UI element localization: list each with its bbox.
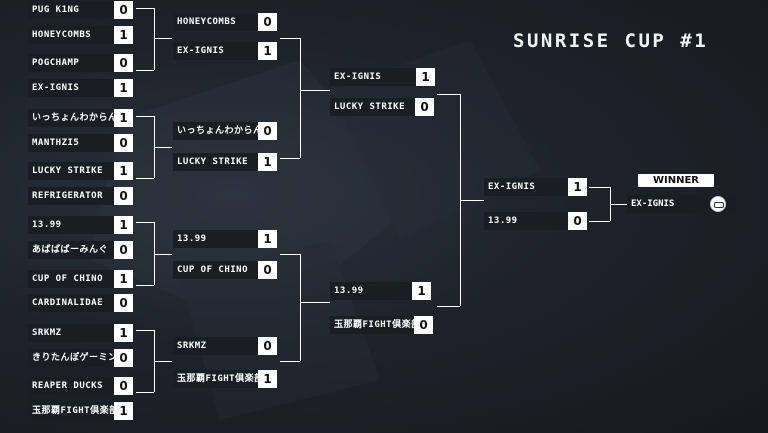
team-score: 0 — [114, 187, 133, 205]
team-name: EX-IGNIS — [28, 79, 118, 97]
bracket-connector — [136, 70, 154, 71]
team-score: 1 — [114, 216, 133, 234]
team-score: 0 — [415, 98, 434, 116]
team-name: CUP OF CHINO — [28, 270, 118, 288]
bracket-connector — [136, 330, 154, 331]
bracket-connector — [589, 187, 610, 188]
team-name: SRKMZ — [28, 324, 118, 342]
team-name: PUG K1NG — [28, 1, 118, 19]
bracket-connector — [280, 38, 300, 39]
team-name: 玉那覇FIGHT倶楽部 — [28, 402, 118, 420]
bracket-connector — [280, 254, 300, 255]
team-name: あばばばーみんぐ — [28, 241, 118, 259]
team-score: 1 — [114, 109, 133, 127]
team-name: CUP OF CHINO — [173, 261, 259, 279]
bracket-connector — [136, 285, 154, 286]
team-name: MANTHZI5 — [28, 134, 118, 152]
team-score: 0 — [414, 316, 433, 334]
winner-label: WINNER — [638, 174, 714, 187]
bracket-connector — [136, 222, 154, 223]
team-name: CARDINALIDAE — [28, 294, 118, 312]
team-name: REFRIGERATOR — [28, 187, 118, 205]
team-name: 玉那覇FIGHT倶楽部 — [173, 370, 263, 388]
team-name: LUCKY STRIKE — [173, 153, 259, 171]
team-score: 1 — [114, 162, 133, 180]
team-score: 0 — [114, 294, 133, 312]
bracket-connector — [154, 361, 172, 362]
team-score: 1 — [258, 370, 277, 388]
team-logo-icon — [710, 196, 726, 212]
bracket-connector — [136, 392, 154, 393]
team-score: 1 — [258, 42, 277, 60]
team-score: 0 — [258, 13, 277, 31]
bracket-connector — [610, 204, 627, 205]
team-name: 13.99 — [484, 212, 572, 230]
bracket-connector — [154, 147, 172, 148]
team-score: 1 — [258, 230, 277, 248]
bracket-connector — [154, 222, 155, 285]
bracket-connector — [280, 361, 300, 362]
bracket-connector — [460, 200, 484, 201]
bracket-connector — [589, 221, 610, 222]
team-name: POGCHAMP — [28, 54, 118, 72]
team-score: 0 — [114, 349, 133, 367]
team-score: 1 — [412, 282, 431, 300]
team-name: EX-IGNIS — [173, 42, 259, 60]
bracket-connector — [136, 116, 154, 117]
bracket-connector — [300, 302, 330, 303]
team-name: 13.99 — [173, 230, 259, 248]
team-name: 13.99 — [28, 216, 118, 234]
team-name: 13.99 — [330, 282, 418, 300]
team-score: 1 — [114, 402, 133, 420]
team-name: REAPER DUCKS — [28, 377, 118, 395]
team-score: 0 — [114, 241, 133, 259]
team-score: 0 — [114, 54, 133, 72]
team-name: HONEYCOMBS — [173, 13, 259, 31]
team-score: 0 — [114, 134, 133, 152]
bracket-connector — [300, 90, 330, 91]
team-score: 0 — [258, 261, 277, 279]
bracket-connector — [154, 254, 172, 255]
winner-name: EX-IGNIS — [627, 195, 735, 213]
page-title: SUNRISE CUP #1 — [513, 30, 709, 52]
bracket-connector — [437, 306, 460, 307]
team-name: EX-IGNIS — [484, 178, 572, 196]
team-score: 1 — [114, 79, 133, 97]
team-score: 1 — [114, 324, 133, 342]
team-name: EX-IGNIS — [330, 68, 418, 86]
team-score: 1 — [258, 153, 277, 171]
bracket-connector — [136, 8, 154, 9]
bracket-connector — [154, 8, 155, 70]
team-score: 0 — [258, 122, 277, 140]
team-name: HONEYCOMBS — [28, 26, 118, 44]
team-name: 玉那覇FIGHT倶楽部 — [330, 316, 420, 334]
team-score: 1 — [416, 68, 435, 86]
team-score: 0 — [114, 1, 133, 19]
team-score: 0 — [258, 337, 277, 355]
team-name: いっちょんわからん — [28, 109, 118, 127]
bracket-connector — [300, 254, 301, 361]
bracket-connector — [136, 178, 154, 179]
team-name: SRKMZ — [173, 337, 259, 355]
team-name: きりたんぽゲーミング — [28, 349, 127, 367]
team-score: 1 — [114, 270, 133, 288]
bracket-connector — [154, 38, 172, 39]
bracket-connector — [437, 94, 460, 95]
team-name: いっちょんわからん — [173, 122, 262, 140]
bracket-connector — [300, 38, 301, 158]
team-score: 0 — [114, 377, 133, 395]
bracket-connector — [280, 158, 300, 159]
team-name: LUCKY STRIKE — [28, 162, 118, 180]
team-score: 0 — [568, 212, 587, 230]
team-name: LUCKY STRIKE — [330, 98, 418, 116]
team-score: 1 — [568, 178, 587, 196]
team-score: 1 — [114, 26, 133, 44]
